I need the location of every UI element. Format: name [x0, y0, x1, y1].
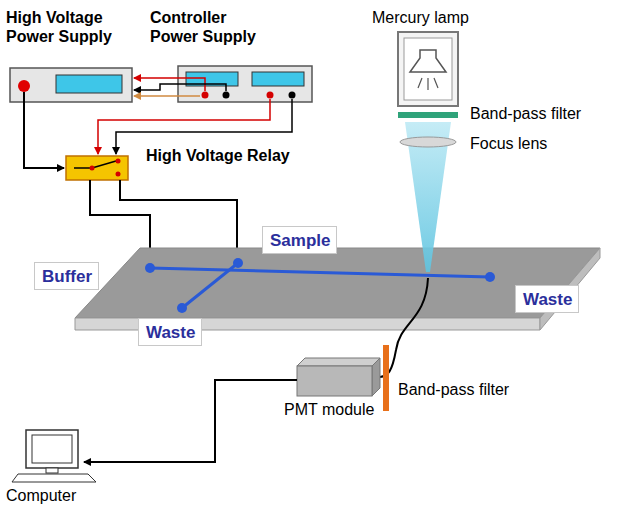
- device-label: Mercury lamp: [372, 8, 572, 27]
- device-label: Computer: [6, 486, 126, 505]
- pmt-module: [297, 358, 380, 396]
- emission-filter: [383, 345, 389, 411]
- terminal: [289, 92, 296, 99]
- injection-channel: [182, 263, 238, 308]
- reservoir: [177, 303, 187, 313]
- signal-cable: [84, 380, 297, 462]
- control-wire: [134, 84, 226, 91]
- device-label: Band-pass filter: [470, 104, 635, 123]
- pmt-side: [372, 358, 380, 396]
- device-label: Band-pass filter: [398, 380, 568, 399]
- control-wire: [116, 99, 292, 154]
- reservoir-name: Sample: [270, 231, 329, 251]
- keyboard: [12, 474, 96, 482]
- reservoir: [233, 258, 243, 268]
- high-voltage-wire: [24, 92, 64, 168]
- device-label: High Voltage Power Supply: [6, 8, 134, 46]
- display: [56, 75, 122, 93]
- reservoir: [485, 272, 495, 282]
- device-label: Controller Power Supply: [150, 8, 268, 46]
- reservoir-label: Waste: [515, 285, 579, 313]
- electrode-wire: [120, 180, 237, 255]
- pmt-front: [297, 366, 372, 396]
- terminal: [267, 92, 274, 99]
- excitation-filter: [398, 112, 458, 118]
- pmt-top: [297, 358, 380, 366]
- relay-pin: [116, 159, 121, 164]
- lamp-window: [404, 38, 452, 100]
- reservoir-label: Buffer: [34, 262, 99, 290]
- reservoir-name: Waste: [523, 290, 571, 310]
- relay-pin: [90, 166, 95, 171]
- reservoir: [145, 263, 155, 273]
- display: [252, 72, 304, 86]
- chip-top: [75, 248, 600, 318]
- relay-switch: [92, 161, 116, 168]
- reservoir-label: Waste: [138, 318, 202, 346]
- reservoir-name: Buffer: [42, 267, 91, 287]
- relay-pin: [116, 172, 121, 177]
- screen: [32, 435, 72, 463]
- control-wire: [134, 95, 200, 97]
- computer: [12, 430, 96, 482]
- relay-contact: [74, 167, 92, 169]
- device-label: PMT module: [284, 400, 394, 419]
- focus-lens: [400, 137, 456, 147]
- terminal: [202, 92, 209, 99]
- control-wire: [98, 99, 270, 154]
- terminal: [223, 92, 230, 99]
- high-voltage-power-supply: [10, 68, 132, 102]
- device-label: Focus lens: [470, 134, 630, 153]
- reservoir-name: Waste: [146, 323, 194, 343]
- device-label: High Voltage Relay: [146, 146, 346, 165]
- high-voltage-relay: [66, 156, 128, 180]
- monitor: [26, 430, 78, 468]
- separation-channel: [150, 268, 490, 277]
- reservoir-label: Sample: [262, 226, 337, 254]
- supply-case: [10, 68, 132, 102]
- lamp-rays: [418, 78, 438, 90]
- relay-case: [66, 156, 128, 180]
- mercury-lamp: [398, 32, 458, 106]
- monitor-stand: [46, 468, 58, 473]
- lamp-housing: [398, 32, 458, 106]
- output-terminal: [18, 80, 30, 92]
- lamp-icon: [410, 50, 446, 72]
